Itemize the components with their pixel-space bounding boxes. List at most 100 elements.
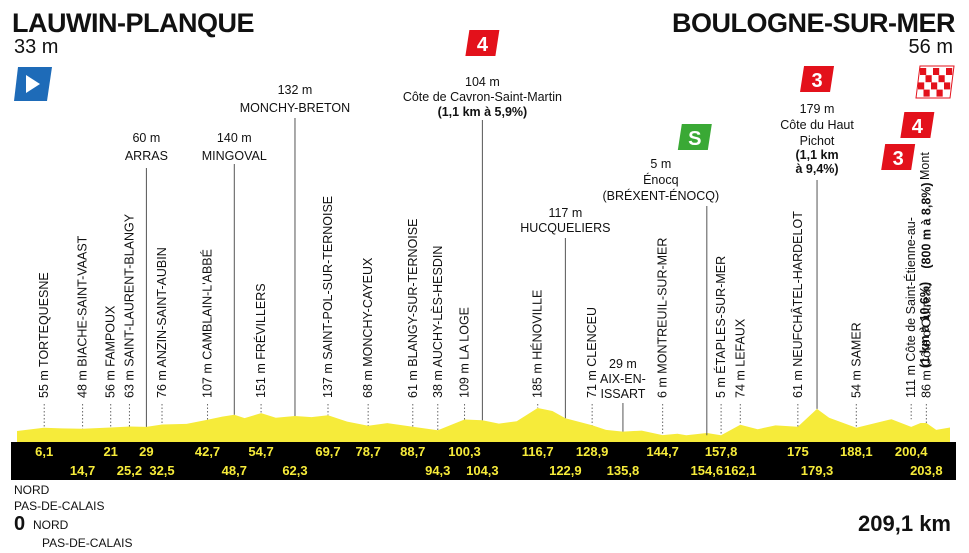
finish-altitude: 56 m <box>908 36 953 58</box>
place-label-23: 74 m LEFAUX <box>733 318 747 398</box>
place-group-22: 5 m ÉTAPLES-SUR-MER <box>713 256 728 398</box>
region-bottom-line2: PAS-DE-CALAIS <box>42 536 133 550</box>
place-alt-9: 132 m <box>278 83 313 97</box>
place-label-13: 38 m AUCHY-LÈS-HESDIN <box>430 246 445 398</box>
km-label-4: 29 <box>139 444 153 459</box>
km-label-20: 144,7 <box>646 444 679 459</box>
km-label-17: 122,9 <box>549 463 582 478</box>
place-label-24: 61 m NEUFCHÂTEL-HARDELOT <box>790 211 805 398</box>
km-label-0: 6,1 <box>35 444 53 459</box>
place-alt-7: 140 m <box>217 131 252 145</box>
kom-badge-25-shape <box>800 66 835 92</box>
place-group-11: 68 m MONCHY-CAYEUX <box>361 257 375 398</box>
km-label-18: 128,9 <box>576 444 609 459</box>
place-label-11: 68 m MONCHY-CAYEUX <box>361 257 375 398</box>
km-label-19: 135,8 <box>607 463 640 478</box>
place-name-25-1: Pichot <box>800 134 835 148</box>
place-group-24: 61 m NEUFCHÂTEL-HARDELOT <box>790 211 805 398</box>
kom-badge-27-shape <box>881 144 916 170</box>
place-group-27: 111 m Côte de Saint-Étienne-au- Mont (1 km… <box>903 152 932 398</box>
km-label-21: 154,6 <box>691 463 724 478</box>
place-label-3: 63 m SAINT-LAURENT-BLANGY <box>122 213 136 398</box>
km-label-23: 162,1 <box>724 463 757 478</box>
kom-badge-28-shape <box>900 112 935 138</box>
place-label-27: 111 m Côte de Saint-Étienne-au- <box>903 217 918 398</box>
distance-band <box>11 442 956 480</box>
finish-check-1-1 <box>925 75 932 83</box>
place-group-2: 56 m FAMPOUX <box>104 305 118 398</box>
km-label-25: 179,3 <box>801 463 834 478</box>
place-label-18: 71 m CLENCEU <box>585 307 599 398</box>
place-group-28: 86 m Côte d'Outreau(800 m à 8,8%) <box>919 182 933 398</box>
km-label-10: 69,7 <box>315 444 340 459</box>
place-label-16: 185 m HÉNOVILLE <box>530 290 545 398</box>
place-group-8: 151 m FRÉVILLERS <box>253 283 268 398</box>
place-group-14: 109 m LA LOGE <box>458 307 472 398</box>
start-altitude: 33 m <box>14 36 59 58</box>
place-group-12: 61 m BLANGY-SUR-TERNOISE <box>406 219 420 398</box>
place-name-4: ARRAS <box>125 149 168 163</box>
distance-zero: 0 <box>14 513 26 535</box>
finish-check-0-2 <box>933 68 940 75</box>
place-group-20: 6 m MONTREUIL-SUR-MER <box>656 238 670 398</box>
place-label-12: 61 m BLANGY-SUR-TERNOISE <box>406 219 420 398</box>
place-label-1: 48 m BIACHE-SAINT-VAAST <box>76 235 90 398</box>
region-bottom-line1: NORD <box>33 518 69 532</box>
km-label-7: 48,7 <box>222 463 247 478</box>
place-alt-25: 179 m <box>800 102 835 116</box>
km-label-27: 200,4 <box>895 444 928 459</box>
place-alt-15: 104 m <box>465 75 500 89</box>
place-detail-15: (1,1 km à 5,9%) <box>438 105 528 119</box>
place-name-19-1: ISSART <box>600 387 645 401</box>
finish-check-0-0 <box>920 68 927 75</box>
start-flag-arrow <box>26 75 40 93</box>
place-name-15: Côte de Cavron-Saint-Martin <box>403 90 562 104</box>
place-detail-27: (1 km à 10,6%) <box>918 282 932 368</box>
place-name-25-0: Côte du Haut <box>780 118 854 132</box>
place-name-21: Énocq <box>643 172 678 187</box>
place-label-5: 76 m ANZIN-SAINT-AUBIN <box>155 247 169 398</box>
place-group-18: 71 m CLENCEU <box>585 307 599 398</box>
km-label-3: 25,2 <box>117 463 142 478</box>
place-label2-27: Mont <box>918 152 932 180</box>
finish-check-0-4 <box>946 68 953 75</box>
sprint-badge-21-shape <box>677 124 712 150</box>
km-label-26: 188,1 <box>840 444 873 459</box>
place-group-16: 185 m HÉNOVILLE <box>530 290 545 398</box>
km-label-14: 100,3 <box>448 444 481 459</box>
finish-check-1-3 <box>938 75 945 83</box>
place-label-22: 5 m ÉTAPLES-SUR-MER <box>713 256 728 398</box>
place-detail-25-0: (1,1 km <box>795 148 838 162</box>
km-label-12: 88,7 <box>400 444 425 459</box>
place-alt-21: 5 m <box>650 157 671 171</box>
place-label-6: 107 m CAMBLAIN-L'ABBÉ <box>200 249 215 398</box>
finish-check-3-3 <box>936 89 943 97</box>
finish-check-2-2 <box>931 82 938 90</box>
distance-total: 209,1 km <box>858 511 951 536</box>
km-label-1: 14,7 <box>70 463 95 478</box>
finish-town: BOULOGNE-SUR-MER <box>672 8 956 38</box>
km-label-9: 62,3 <box>282 463 307 478</box>
finish-check-2-0 <box>918 82 925 90</box>
start-town: LAUWIN-PLANQUE <box>12 8 254 38</box>
kom-badge-15-shape <box>465 30 500 56</box>
place-label-10: 137 m SAINT-POL-SUR-TERNOISE <box>321 196 335 398</box>
km-label-2: 21 <box>103 444 117 459</box>
profile-area <box>17 408 950 436</box>
finish-check-3-1 <box>923 89 930 97</box>
place-label-2: 56 m FAMPOUX <box>104 305 118 398</box>
place-label-8: 151 m FRÉVILLERS <box>253 283 268 398</box>
place-label-0: 55 m TORTEQUESNE <box>37 272 51 398</box>
place-group-0: 55 m TORTEQUESNE <box>37 272 51 398</box>
profile-ground <box>17 436 950 442</box>
km-label-28: 203,8 <box>910 463 943 478</box>
sprint-badge-21-text: S <box>688 128 701 150</box>
km-label-6: 42,7 <box>195 444 220 459</box>
km-label-8: 54,7 <box>248 444 273 459</box>
place-detail-28: (800 m à 8,8%) <box>919 182 933 268</box>
place-group-5: 76 m ANZIN-SAINT-AUBIN <box>155 247 169 398</box>
km-label-16: 116,7 <box>522 444 554 459</box>
place-name-19-0: AIX-EN- <box>600 372 646 386</box>
